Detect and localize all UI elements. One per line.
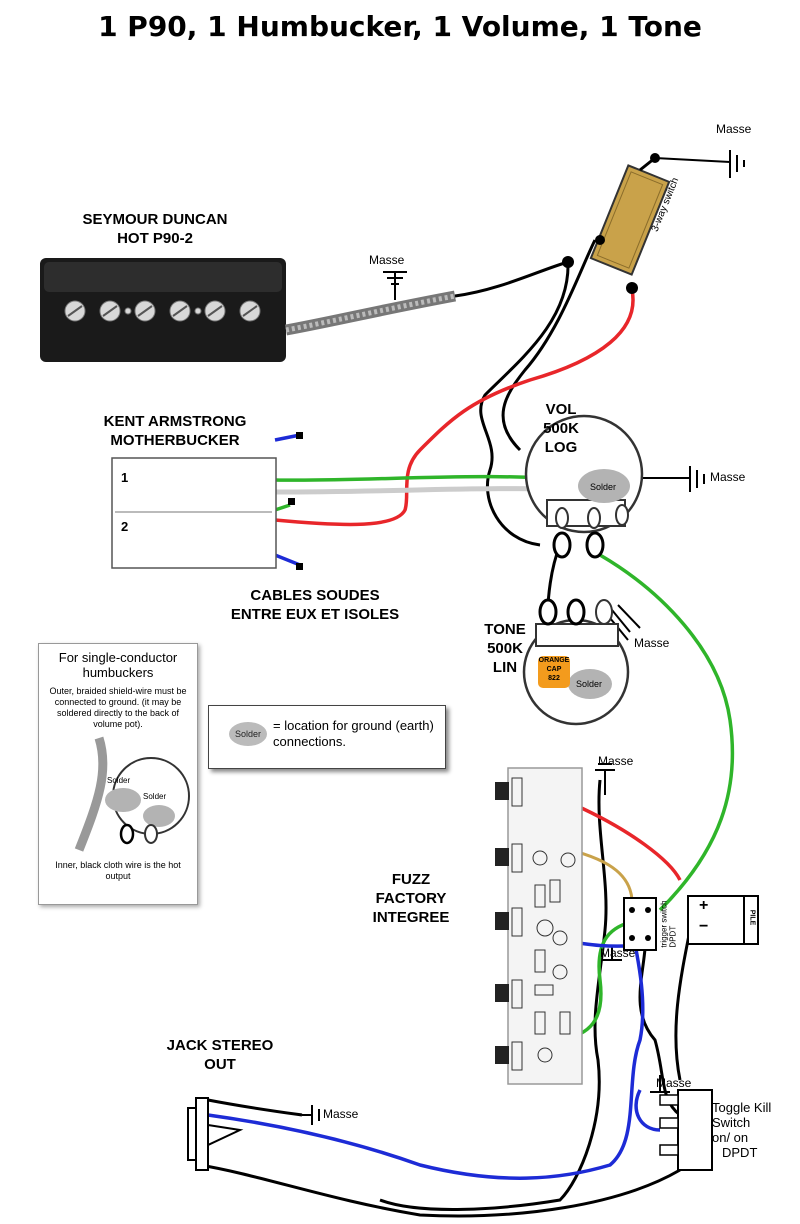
p90-label-line2: HOT P90-2 xyxy=(117,230,193,247)
tone-label-line2: 500K xyxy=(487,640,523,657)
p90-label-line1: SEYMOUR DUNCAN xyxy=(82,211,228,228)
toggle-label-line3: on/ on xyxy=(712,1130,749,1145)
info-box-outer: Outer, braided shield-wire must be conne… xyxy=(49,686,187,729)
jack-stereo xyxy=(187,1097,244,1171)
trigger-switch-line2: DPDT xyxy=(668,925,678,948)
info-box-solder-2: Solder xyxy=(143,792,167,801)
battery-label: PILE xyxy=(748,909,756,926)
legend-text: = location for ground (earth) connection… xyxy=(273,718,434,749)
red-wires xyxy=(274,289,682,881)
fuzz-board xyxy=(495,767,583,1085)
vol-label: VOL 500K LOG xyxy=(530,400,592,457)
trigger-switch-line1: trigger switch xyxy=(659,900,669,948)
humbucker-label-line2: MOTHERBUCKER xyxy=(110,432,240,449)
battery-minus: − xyxy=(699,918,709,935)
info-box-inner: Inner, black cloth wire is the hot outpu… xyxy=(55,860,181,881)
masse-label-jack: Masse xyxy=(323,1107,359,1121)
battery xyxy=(687,895,759,945)
orange-cap-line1: ORANGE xyxy=(538,657,570,664)
jack-label: JACK STEREO OUT xyxy=(160,1036,280,1074)
toggle-label-line2: Switch xyxy=(712,1115,751,1130)
toggle-kill-switch xyxy=(659,1089,713,1171)
masse-label-tone: Masse xyxy=(634,636,670,650)
tone-label-line3: LIN xyxy=(492,659,518,676)
toggle-label-line4: DPDT xyxy=(722,1145,758,1160)
masse-label-p90: Masse xyxy=(369,253,405,267)
legend-solder-swatch: Solder xyxy=(229,722,267,746)
masse-label-toggle: Masse xyxy=(656,1076,692,1090)
ground-symbols xyxy=(302,150,745,1125)
cables-label-line2: ENTRE EUX ET ISOLES xyxy=(230,606,400,623)
masse-label-vol: Masse xyxy=(710,470,746,484)
trigger-switch xyxy=(623,897,657,951)
jack-label-line2: OUT xyxy=(204,1056,236,1073)
motherbucker-pickup xyxy=(111,457,277,569)
fuzz-label-line2: FACTORY xyxy=(375,890,447,907)
legend-box: Solder = location for ground (earth) con… xyxy=(208,705,446,769)
vol-label-line1: VOL xyxy=(545,401,577,418)
fuzz-label: FUZZ FACTORY INTEGREE xyxy=(368,870,454,927)
battery-plus: + xyxy=(699,897,709,914)
trigger-switch-label: trigger switch DPDT xyxy=(660,900,678,947)
cables-label: CABLES SOUDES ENTRE EUX ET ISOLES xyxy=(205,586,425,624)
jack-label-line1: JACK STEREO xyxy=(166,1037,274,1054)
tone-label-line1: TONE xyxy=(484,621,526,638)
toggle-label: Toggle Kill Switch on/ on DPDT xyxy=(712,1100,792,1160)
humbucker-coil-2: 2 xyxy=(121,519,129,534)
tone-solder-label: Solder xyxy=(576,679,603,689)
masse-label-trigger: Masse xyxy=(600,946,636,960)
humbucker-label: KENT ARMSTRONG MOTHERBUCKER xyxy=(75,412,275,450)
vol-solder-label: Solder xyxy=(590,482,617,492)
tone-label: TONE 500K LIN xyxy=(474,620,536,677)
p90-label: SEYMOUR DUNCAN HOT P90-2 xyxy=(70,210,240,248)
tone-pot xyxy=(522,598,630,726)
orange-cap-line3: 822 xyxy=(548,675,560,682)
masse-label-fuzz: Masse xyxy=(598,754,634,768)
diagram-title: 1 P90, 1 Humbucker, 1 Volume, 1 Tone xyxy=(98,10,702,43)
cables-label-line1: CABLES SOUDES xyxy=(250,587,380,604)
volume-pot xyxy=(524,414,644,559)
masse-label-switch: Masse xyxy=(716,122,752,136)
orange-cap-label: ORANGE CAP 822 xyxy=(538,656,570,683)
info-box-title: For single-conductor humbuckers xyxy=(58,650,178,680)
info-box-illustration xyxy=(74,736,190,852)
humbucker-coil-1: 1 xyxy=(121,470,129,485)
three-way-switch xyxy=(589,164,671,276)
vol-label-line2: 500K xyxy=(543,420,579,437)
fuzz-label-line3: INTEGREE xyxy=(372,909,450,926)
info-box-solder-1: Solder xyxy=(107,776,131,785)
orange-cap-line2: CAP xyxy=(546,666,562,673)
vol-label-line3: LOG xyxy=(544,439,578,456)
humbucker-label-line1: KENT ARMSTRONG xyxy=(103,413,247,430)
p90-pickup xyxy=(40,258,286,362)
info-box: For single-conductor humbuckers Outer, b… xyxy=(38,643,198,905)
toggle-label-line1: Toggle Kill xyxy=(712,1100,772,1115)
fuzz-label-line1: FUZZ xyxy=(391,871,431,888)
